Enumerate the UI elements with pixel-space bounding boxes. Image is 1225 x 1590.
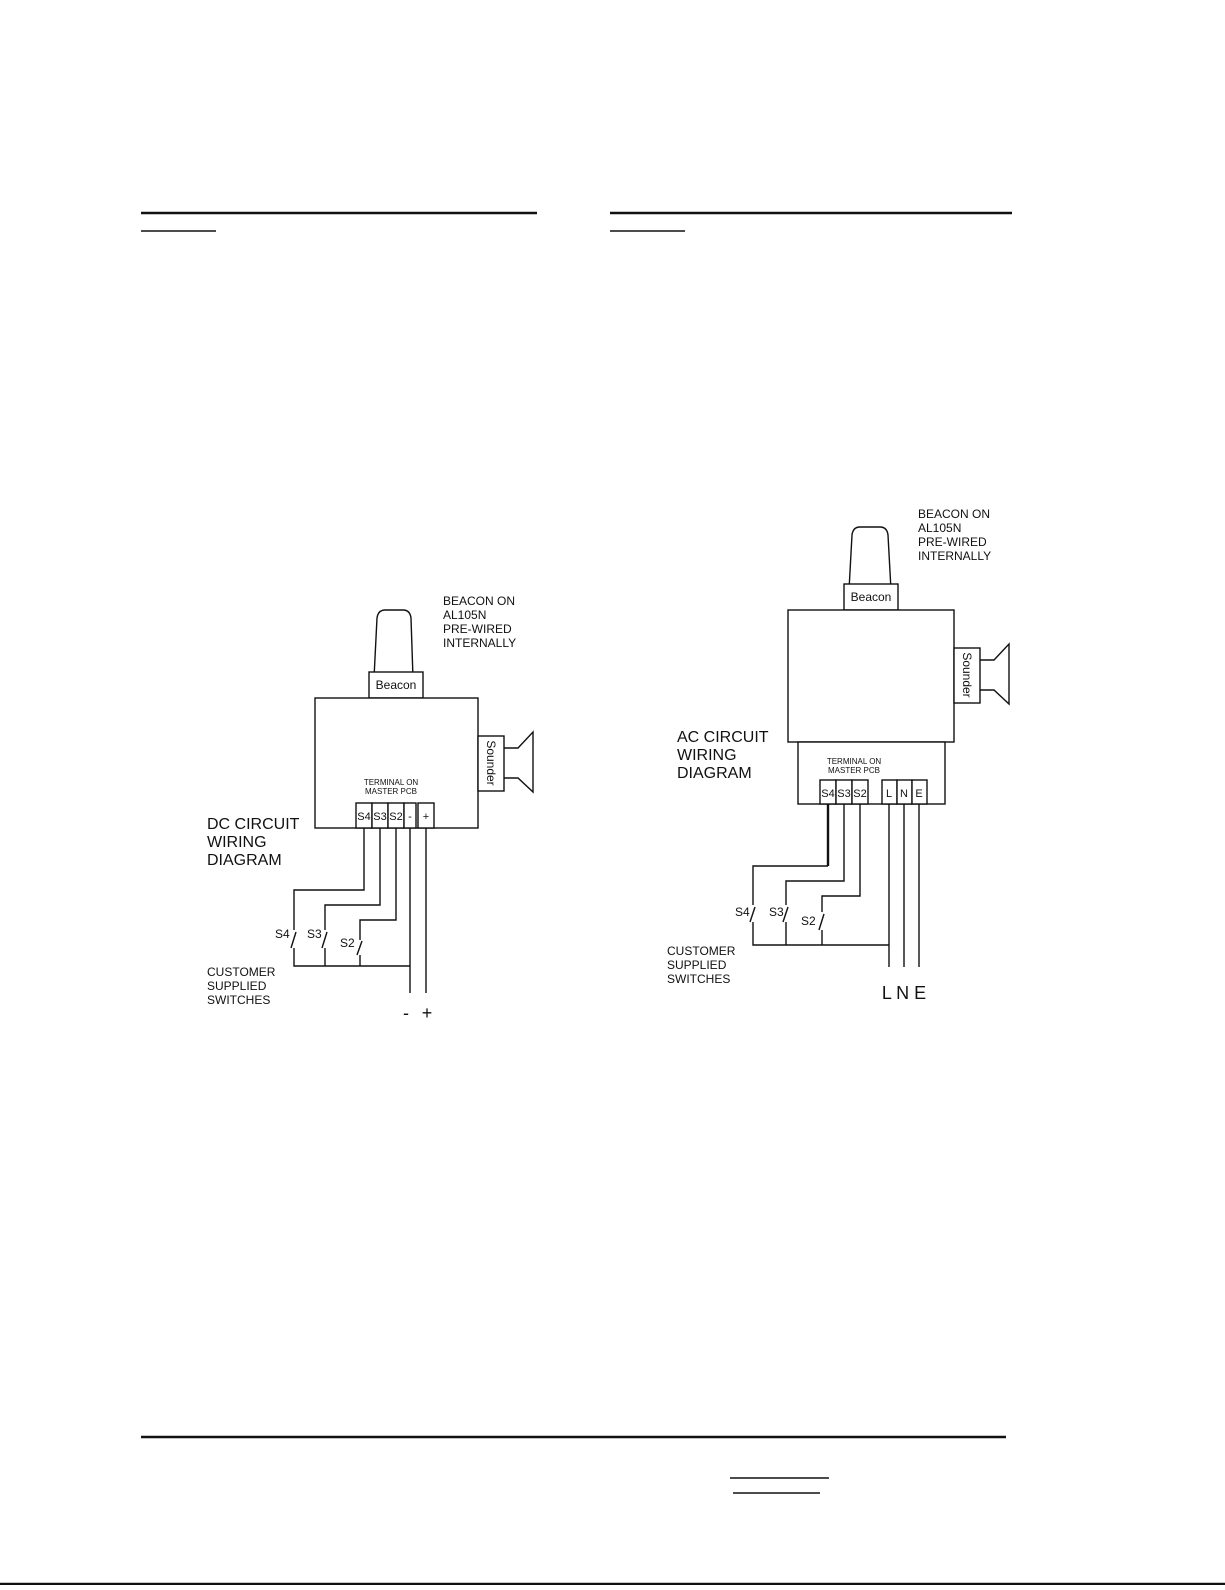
ac-terminal-block: S4 S3 S2 L N E (819, 779, 928, 805)
dc-sounder-label: Sounder (484, 740, 498, 785)
dc-terminal-block: S4 S3 S2 - + (355, 802, 435, 829)
ac-beacon-note-line-4: INTERNALLY (918, 549, 991, 563)
ac-sounder-label: Sounder (960, 652, 974, 697)
dc-wiring (290, 828, 427, 993)
dc-wire-s2 (359, 828, 397, 940)
ac-terminal-label-s4: S4 (821, 788, 834, 800)
dc-switch-s4-icon (290, 931, 297, 949)
dc-title-line-2: WIRING (207, 834, 267, 851)
dc-customer-note-line-2: SUPPLIED (207, 979, 267, 993)
dc-beacon-note-line-2: AL105N (443, 608, 486, 622)
ac-wiring (749, 804, 920, 967)
dc-switch-label-s3: S3 (307, 927, 322, 941)
dc-terminal-label-s3: S3 (373, 811, 386, 823)
ac-circuit-diagram: Beacon BEACON ON AL105N PRE-WIRED INTERN… (667, 507, 1010, 1003)
header-rules (141, 211, 1012, 232)
ac-terminal-label-s2: S2 (853, 788, 866, 800)
footer (0, 1435, 1225, 1586)
ac-beacon-note-line-1: BEACON ON (918, 507, 990, 521)
ac-title-line-1: AC CIRCUIT (677, 729, 769, 746)
dc-wire-s3 (324, 828, 381, 930)
ac-switch-s4-icon (749, 906, 756, 923)
dc-wire-s4 (293, 828, 365, 930)
ac-beacon-label: Beacon (851, 590, 892, 604)
dc-switch-s2-icon (356, 940, 363, 956)
ac-enclosure (787, 609, 955, 743)
dc-title-line-3: DIAGRAM (207, 852, 282, 869)
dc-circuit-diagram: Beacon BEACON ON AL105N PRE-WIRED INTERN… (207, 594, 534, 1023)
dc-switch-label-s2: S2 (340, 936, 355, 950)
dc-customer-note-line-1: CUSTOMER (207, 965, 276, 979)
dc-sounder-box (477, 735, 505, 792)
ac-customer-note-line-1: CUSTOMER (667, 944, 736, 958)
dc-beacon-note-line-4: INTERNALLY (443, 636, 516, 650)
ac-terminal-label-l: L (886, 788, 892, 800)
dc-beacon-label: Beacon (376, 678, 417, 692)
dc-beacon-dome-icon (373, 609, 414, 679)
dc-beacon-note-line-3: PRE-WIRED (443, 622, 512, 636)
ac-title-line-2: WIRING (677, 747, 737, 764)
ac-terminal-note-line-2: MASTER PCB (828, 766, 880, 775)
dc-terminal-label-negative: - (408, 811, 412, 823)
dc-customer-note-line-3: SWITCHES (207, 993, 270, 1007)
ac-wire-s3 (785, 804, 845, 905)
ac-title-line-3: DIAGRAM (677, 765, 752, 782)
dc-switch-s3-icon (321, 931, 328, 949)
ac-beacon-dome-icon (848, 526, 892, 591)
dc-beacon-note: BEACON ON AL105N PRE-WIRED INTERNALLY (443, 594, 516, 650)
ac-customer-note-line-2: SUPPLIED (667, 958, 727, 972)
dc-common-return (293, 948, 410, 967)
dc-terminal-note-line-2: MASTER PCB (365, 787, 417, 796)
dc-terminal-label-s4: S4 (357, 811, 370, 823)
dc-terminal-label-positive: + (423, 811, 429, 823)
ac-switch-label-s4: S4 (735, 905, 750, 919)
ac-customer-note-line-3: SWITCHES (667, 972, 730, 986)
ac-wire-s2 (821, 804, 861, 912)
ac-terminal-label-n: N (900, 788, 908, 800)
dc-terminal-label-s2: S2 (389, 811, 402, 823)
ac-switch-label-s2: S2 (801, 914, 816, 928)
ac-switch-label-s3: S3 (769, 905, 784, 919)
ac-sounder-horn-icon (980, 642, 1010, 706)
dc-beacon-box (368, 671, 424, 699)
dc-title-line-1: DC CIRCUIT (207, 816, 300, 833)
dc-switch-label-s4: S4 (275, 927, 290, 941)
dc-sounder-horn-icon (504, 730, 534, 794)
ac-common-return (752, 922, 889, 946)
ac-switch-s3-icon (782, 906, 789, 923)
dc-beacon-note-line-1: BEACON ON (443, 594, 515, 608)
dc-supply-negative: - (403, 1003, 409, 1023)
ac-sounder-box (953, 647, 981, 704)
dc-terminal-note-line-1: TERMINAL ON (364, 778, 419, 787)
ac-beacon-note-line-3: PRE-WIRED (918, 535, 987, 549)
ac-wire-s4 (752, 865, 828, 905)
dc-supply-positive: + (422, 1003, 433, 1023)
ac-beacon-box (843, 583, 899, 611)
ac-terminal-note-line-1: TERMINAL ON (827, 757, 882, 766)
ac-supply-labels: L N E (882, 983, 926, 1003)
ac-terminal-label-s3: S3 (837, 788, 850, 800)
ac-terminal-label-e: E (915, 788, 922, 800)
ac-switch-s2-icon (818, 913, 825, 931)
ac-beacon-note: BEACON ON AL105N PRE-WIRED INTERNALLY (918, 507, 991, 563)
ac-beacon-note-line-2: AL105N (918, 521, 961, 535)
